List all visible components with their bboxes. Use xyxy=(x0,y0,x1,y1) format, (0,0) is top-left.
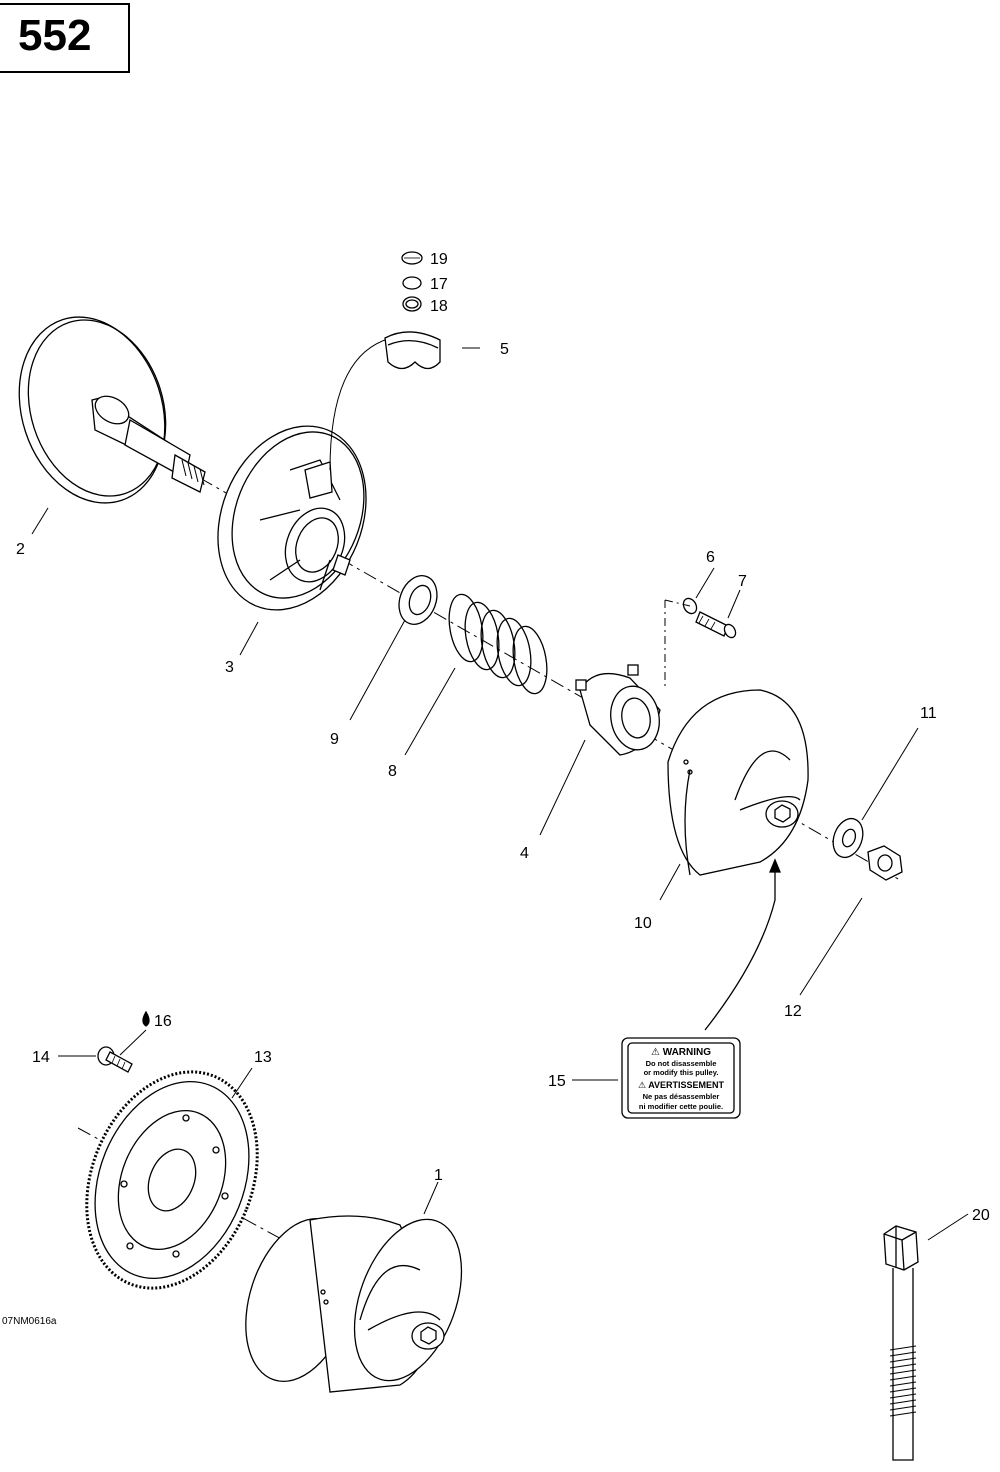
decal-location-arrow xyxy=(704,858,781,1031)
part-2-fixed-sheave xyxy=(18,316,206,504)
part-12-nut xyxy=(867,845,903,881)
part-14-screw xyxy=(97,1046,133,1073)
callout-11: 11 xyxy=(920,705,937,722)
callout-3: 3 xyxy=(225,659,234,676)
callout-18: 18 xyxy=(430,298,448,315)
part-17-ring xyxy=(402,276,422,290)
leader-lines xyxy=(31,339,969,1241)
decal-avertissement-title: ⚠ AVERTISSEMENT xyxy=(638,1080,725,1090)
callout-14: 14 xyxy=(32,1049,50,1066)
page-number: 552 xyxy=(18,11,92,60)
part-11-washer xyxy=(832,817,864,859)
part-19-ring xyxy=(401,251,423,265)
callout-10: 10 xyxy=(634,915,652,932)
callout-4: 4 xyxy=(520,845,529,862)
callout-7: 7 xyxy=(738,573,747,590)
part-16-leader xyxy=(119,1029,147,1056)
callout-8: 8 xyxy=(388,763,397,780)
part-7-screw xyxy=(695,611,737,639)
part-3-movable-sheave xyxy=(217,425,367,611)
decal-text-fr-2: ni modifier cette poulie. xyxy=(639,1102,723,1111)
part-20-bolt xyxy=(883,1225,919,1461)
decal-text-en-1: Do not disassemble xyxy=(646,1059,717,1068)
part-4-cam xyxy=(575,664,661,756)
decal-text-en-2: or modify this pulley. xyxy=(644,1068,719,1077)
callout-6: 6 xyxy=(706,549,715,566)
callout-19: 19 xyxy=(430,251,448,268)
part-7-guide-line-b xyxy=(664,599,691,607)
callout-20: 20 xyxy=(972,1207,990,1224)
page-number-box: 552 xyxy=(0,3,130,73)
callout-12: 12 xyxy=(784,1003,802,1020)
drawing-code: 07NM0616a xyxy=(2,1316,57,1327)
decal-text-fr-1: Ne pas désassembler xyxy=(643,1092,720,1101)
part-10-cover xyxy=(667,689,809,876)
part-15-warning-decal xyxy=(621,1037,741,1119)
part-18-ring xyxy=(402,296,422,312)
part-5-ramp xyxy=(384,331,441,370)
callout-15: 15 xyxy=(548,1073,566,1090)
callout-13: 13 xyxy=(254,1049,272,1066)
callout-5: 5 xyxy=(500,341,509,358)
callout-2: 2 xyxy=(16,541,25,558)
part-13-ring-gear xyxy=(85,1070,259,1290)
decal-warning-title: ⚠ WARNING xyxy=(651,1047,711,1058)
callout-17: 17 xyxy=(430,276,448,293)
callout-9: 9 xyxy=(330,731,339,748)
callout-1: 1 xyxy=(434,1167,443,1184)
part-1-drive-sheave xyxy=(245,1215,463,1393)
oil-drop-icon xyxy=(142,1010,150,1027)
callout-16: 16 xyxy=(154,1013,172,1030)
part-8-spring xyxy=(448,593,548,695)
part-9-washer xyxy=(398,575,438,625)
